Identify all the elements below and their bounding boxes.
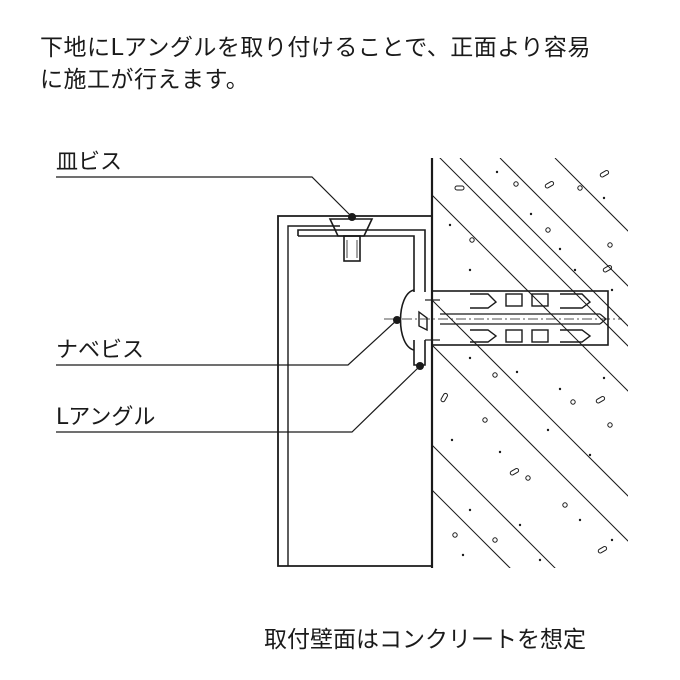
description-line-1: 下地にLアングルを取り付けることで、正面より容易: [40, 35, 591, 61]
label-pan-head-screw: ナベビス: [56, 338, 145, 363]
footnote: 取付壁面はコンクリートを想定: [264, 627, 586, 653]
label-l-angle: Lアングル: [56, 405, 156, 430]
countersunk-screw: [328, 218, 374, 262]
label-countersunk-screw: 皿ビス: [56, 150, 123, 175]
pan-head-screw: [399, 289, 440, 351]
wall-anchor: [384, 290, 622, 346]
leader-dot-sara: [348, 213, 356, 221]
panel-frame: [277, 215, 432, 567]
leader-dot-l-angle: [416, 362, 424, 370]
description-text: 下地にLアングルを取り付けることで、正面より容易 に施工が行えます。: [40, 32, 660, 96]
concrete-wall: [430, 158, 628, 568]
leader-lines: [56, 176, 424, 433]
description-line-2: に施工が行えます。: [40, 67, 250, 93]
leader-dot-nabe: [393, 316, 401, 324]
